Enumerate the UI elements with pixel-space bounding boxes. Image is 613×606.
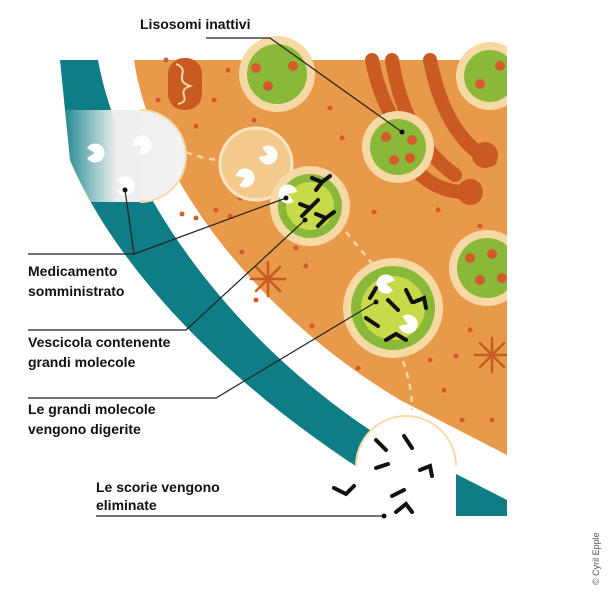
label-waste-line1: Le scorie vengono: [96, 479, 220, 495]
label-vesicle-line2: grandi molecole: [28, 354, 136, 370]
lysosome-inactive: [362, 111, 434, 183]
drug-entry-blob: [60, 110, 186, 202]
label-inactive-lysosomes: Lisosomi inattivi: [140, 16, 250, 32]
image-credit: © Cyril Epple: [591, 532, 601, 585]
active-lysosome: [343, 258, 443, 358]
lysosome-top: [239, 36, 315, 112]
star-burst-icon: [475, 338, 507, 372]
vesicle-large-molecules: [270, 166, 350, 246]
mitochondrion: [168, 58, 202, 110]
label-vesicle-line1: Vescicola contenente: [28, 334, 171, 350]
label-drug-line1: Medicamento: [28, 263, 117, 279]
label-digested-line2: vengono digerite: [28, 421, 141, 437]
star-burst-icon: [251, 262, 285, 296]
label-drug-line2: somministrato: [28, 283, 124, 299]
cell-body: [60, 36, 525, 516]
label-waste-line2: eliminate: [96, 497, 157, 513]
lysosome-top-right: [456, 42, 524, 110]
label-digested-line1: Le grandi molecole: [28, 401, 156, 417]
lysosome-right: [449, 230, 525, 306]
golgi-bulb: [457, 179, 483, 205]
golgi-bulb: [472, 142, 498, 168]
